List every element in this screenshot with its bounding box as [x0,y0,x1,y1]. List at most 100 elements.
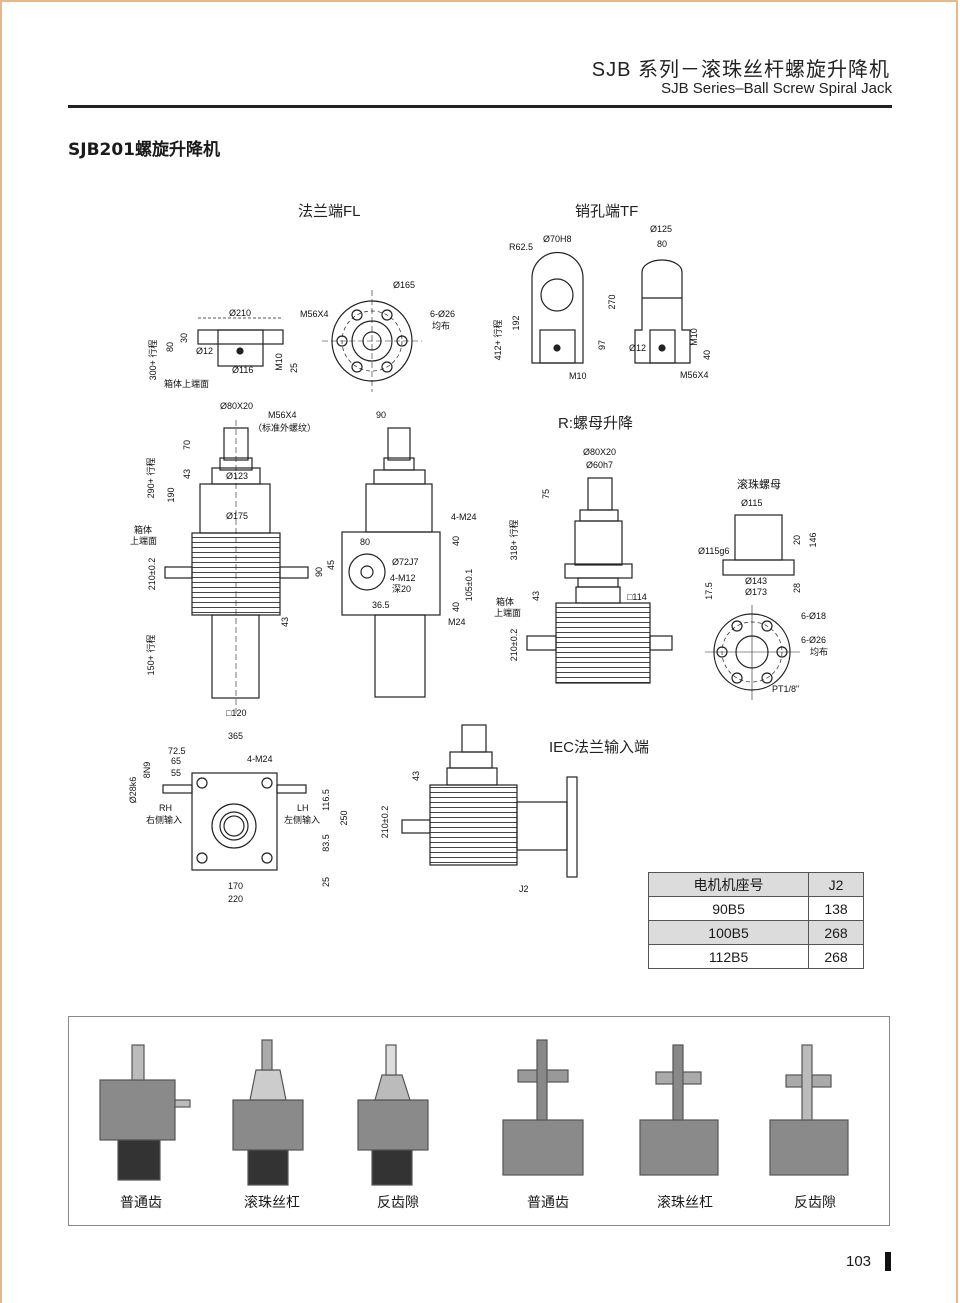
dim-label: （标准外螺纹） [253,423,317,433]
view-title-iec: IEC法兰输入端 [549,739,650,756]
dim-label: Ø143 [745,576,768,586]
dim-label: □120 [226,708,247,718]
photo-caption: 反齿隙 [794,1194,836,1210]
photo-caption: 普通齿 [120,1194,162,1210]
view-title-r: R:螺母升降 [558,415,634,432]
dim-label: 43 [182,468,192,480]
photo-caption: 反齿隙 [377,1194,419,1210]
dim-label: 上端面 [130,536,158,546]
dim-label: Ø80X20 [583,447,617,457]
dim-label: 190 [166,487,176,503]
dim-label: Ø12 [629,343,647,353]
dim-label: 318+ 行程 [509,519,519,561]
dim-label: M24 [448,617,466,627]
table-cell: 100B5 [647,920,810,945]
dim-label: 8N9 [142,761,152,779]
section-title: SJB201螺旋升降机 [68,140,221,160]
dim-label: 箱体 [134,525,153,535]
table-cell: 268 [808,944,864,969]
dim-label: 365 [228,731,244,741]
dim-label: Ø210 [229,308,252,318]
dim-label: 80 [657,239,668,249]
dim-label: M10 [689,328,699,346]
dim-label: M56X4 [300,309,329,319]
dim-label: Ø70H8 [543,234,572,244]
iec-input-view [401,724,578,878]
dim-label: 箱体上端面 [164,379,210,389]
dim-label: Ø115g6 [698,546,730,556]
photo-caption: 滚珠丝杠 [657,1194,713,1210]
table-cell: 112B5 [647,944,810,969]
dim-label: R62.5 [509,242,534,252]
dim-label: 97 [597,339,607,351]
dim-label: 116.5 [321,789,331,811]
ball-nut-views [705,514,800,700]
page-number: 103 [846,1253,872,1270]
nut-lift-r-view [526,477,673,684]
dim-label: 70 [182,439,192,451]
dim-label: Ø175 [226,511,249,521]
table-cell: 138 [808,896,864,921]
dim-label: 146 [808,532,818,548]
dim-label: 80 [360,537,371,547]
dim-label: 270 [607,294,617,310]
dim-label: LH [297,803,309,813]
dim-label: 43 [531,590,541,602]
dim-label: M56X4 [268,410,297,420]
table-cell: 90B5 [647,896,810,921]
dim-label: 72.5 [168,746,186,756]
dim-label: 6-Ø26 [430,309,456,319]
jack-side-view [341,427,441,698]
dim-label: RH [159,803,172,813]
dim-label: 20 [792,534,802,546]
dim-label: 4-M12 [390,573,416,583]
dim-label: 均布 [432,321,451,331]
series-title-cn: SJB 系列－滚珠丝杆螺旋升降机 [591,59,890,81]
dim-label: 290+ 行程 [146,457,156,499]
dim-label: 40 [451,601,461,613]
photo-caption: 普通齿 [527,1194,569,1210]
dim-label: 40 [451,535,461,547]
dim-label: Ø60h7 [586,460,614,470]
product-photo-panel [68,1016,890,1226]
dim-label: 192 [511,315,521,331]
header-divider [68,105,892,108]
dim-label: 43 [411,770,421,782]
dim-label: 25 [321,876,331,888]
dim-label: 220 [228,894,244,904]
table-header: J2 [808,872,864,897]
dim-label: 65 [171,756,182,766]
dim-label: 25 [289,362,299,374]
dim-label: 83.5 [321,834,331,852]
dim-label: M56X4 [680,370,709,380]
dim-label: Ø12 [196,346,214,356]
view-title-fl: 法兰端FL [298,203,361,220]
dim-label: 210±0.2 [509,628,519,662]
dim-label: 4-M24 [451,512,477,522]
dim-label: □114 [627,592,647,602]
dim-label: Ø116 [232,365,254,375]
dim-label: 170 [228,881,244,891]
dim-label: 250 [339,810,349,826]
dim-label: Ø123 [226,471,249,481]
dim-label: 150+ 行程 [146,634,156,676]
table-header: 电机机座号 [647,872,810,897]
dim-label: 28 [792,582,802,594]
dim-label: 36.5 [372,600,390,610]
dim-label: 300+ 行程 [148,339,158,381]
dim-label: 90 [314,566,324,578]
dim-label: Ø80X20 [220,401,254,411]
dim-label: Ø72J7 [392,557,419,567]
dim-label: 412+ 行程 [493,319,503,361]
photo-caption: 滚珠丝杠 [244,1194,300,1210]
page-number-bar [885,1252,891,1271]
flange-fl-front-view [322,290,422,392]
dim-label: 40 [702,349,712,361]
dim-label: Ø28k6 [128,776,138,804]
dim-label: 30 [179,332,189,344]
